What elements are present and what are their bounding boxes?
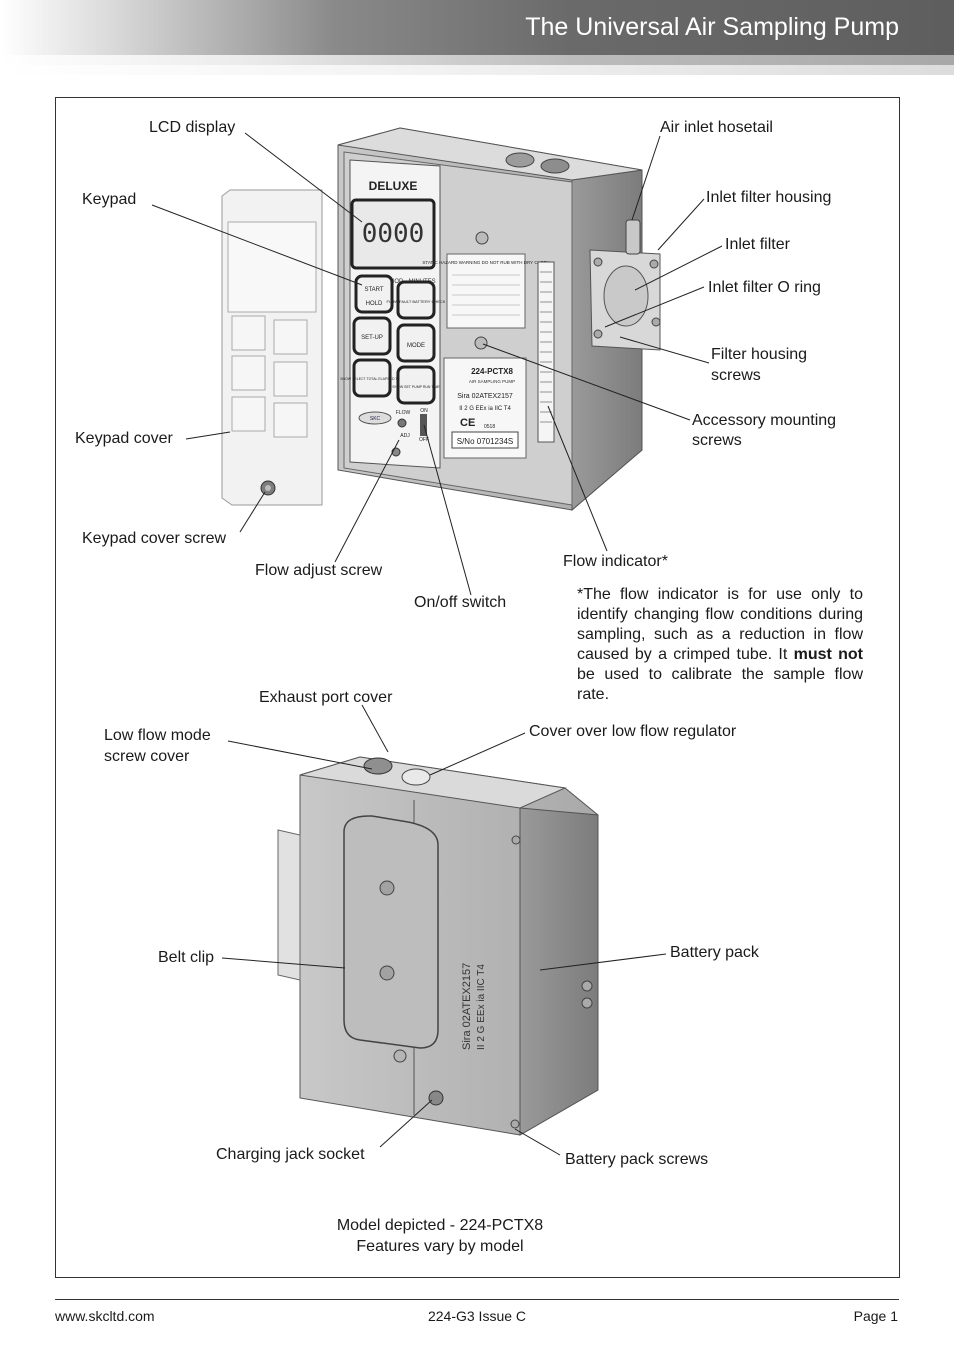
label-belt-clip: Belt clip — [158, 949, 215, 966]
warning-label-text: STATIC HAZARD WARNING DO NOT RUB WITH DR… — [422, 260, 549, 265]
note-text-part1: *The flow indicator is for use only to i… — [577, 586, 863, 663]
rear-cert-text-2: II 2 G EEx ia IIC T4 — [476, 964, 487, 1050]
footer-doc-id: 224-G3 Issue C — [427, 1308, 527, 1324]
key-hold: HOLD — [366, 301, 383, 307]
key-setup: SET-UP — [361, 335, 383, 341]
label-cover-low-flow-regulator: Cover over low flow regulator — [529, 723, 737, 740]
label-inlet-filter: Inlet filter — [725, 236, 790, 253]
cert-text-1: Sira 02ATEX2157 — [457, 393, 513, 400]
note-text-part2: be used to calibrate the sample flow rat… — [577, 666, 863, 703]
key-mode: MODE — [407, 343, 425, 349]
cert-text-2: II 2 G EEx ia IIC T4 — [459, 406, 511, 412]
key-flow-fault: FLOW FAULT BATTERY CHECK — [387, 299, 446, 304]
figure-caption: Model depicted - 224-PCTX8 Features vary… — [300, 1215, 580, 1257]
label-flow-indicator: Flow indicator* — [563, 553, 668, 570]
header-banner: The Universal Air Sampling Pump — [0, 0, 954, 55]
serial-text: S/No 0701234S — [457, 437, 514, 446]
label-low-flow-mode-line2: screw cover — [104, 748, 190, 765]
keypad-cover-illustration — [221, 189, 323, 506]
diagram-frame — [55, 97, 900, 1278]
label-inlet-filter-o-ring: Inlet filter O ring — [708, 279, 821, 296]
label-on-off-switch: On/off switch — [414, 594, 507, 611]
label-accessory-mounting-screws-line2: screws — [692, 432, 742, 449]
label-keypad-cover-screw: Keypad cover screw — [82, 530, 227, 547]
label-lcd-display: LCD display — [149, 119, 236, 136]
off-text: OFF — [419, 437, 429, 443]
key-show-select: SHOW SELECT TOTAL ELAPSED TIME — [340, 377, 404, 381]
footer-website-link[interactable]: www.skcltd.com — [55, 1308, 155, 1324]
key-show-set: SHOW SET PUMP RUN TIME — [392, 385, 440, 389]
label-battery-pack-screws: Battery pack screws — [565, 1151, 709, 1168]
page-title: The Universal Air Sampling Pump — [525, 13, 899, 41]
model-sub-text: AIR SAMPLING PUMP — [469, 379, 515, 384]
pump-front-illustration: DELUXE 0000 SAMPLE PERIOD - MINUTES STAR… — [337, 127, 661, 512]
model-number-text: 224-PCTX8 — [471, 367, 513, 376]
skc-badge-text: SKC — [370, 416, 381, 422]
adj-text: ADJ — [400, 433, 410, 439]
leader-lines — [151, 132, 723, 1156]
label-keypad: Keypad — [82, 191, 137, 208]
ce-number: 0518 — [484, 424, 495, 430]
caption-line1: Model depicted - 224-PCTX8 — [336, 1217, 544, 1234]
label-filter-housing-screws-line1: Filter housing — [711, 346, 808, 363]
label-flow-adjust-screw: Flow adjust screw — [255, 562, 383, 579]
header-strip — [0, 55, 954, 65]
flow-indicator-note: *The flow indicator is for use only to i… — [577, 585, 863, 705]
ce-mark: CE — [460, 417, 475, 429]
lcd-digits: 0000 — [362, 219, 425, 249]
rear-cert-text-1: Sira 02ATEX2157 — [461, 963, 473, 1050]
header-strip-lower — [0, 65, 954, 75]
footer-page-number: Page 1 — [853, 1308, 898, 1324]
label-battery-pack: Battery pack — [670, 944, 759, 961]
label-keypad-cover: Keypad cover — [75, 430, 173, 447]
label-exhaust-port-cover: Exhaust port cover — [259, 689, 393, 706]
label-low-flow-mode-line1: Low flow mode — [104, 727, 211, 744]
sample-period-text: SAMPLE PERIOD - MINUTES — [354, 279, 435, 285]
flow-text: FLOW — [396, 410, 411, 416]
label-inlet-filter-housing: Inlet filter housing — [706, 189, 832, 206]
brand-text: DELUXE — [369, 179, 418, 193]
label-charging-jack-socket: Charging jack socket — [216, 1146, 365, 1163]
footer-divider — [55, 1299, 899, 1300]
on-text: ON — [420, 408, 428, 414]
note-bold-text: must not — [793, 646, 863, 663]
caption-line2: Features vary by model — [356, 1238, 524, 1255]
pump-rear-illustration: Sira 02ATEX2157 II 2 G EEx ia IIC T4 — [277, 756, 599, 1136]
label-air-inlet-hosetail: Air inlet hosetail — [660, 119, 773, 136]
label-accessory-mounting-screws-line1: Accessory mounting — [692, 412, 837, 429]
label-filter-housing-screws-line2: screws — [711, 367, 761, 384]
key-start: START — [364, 287, 383, 293]
